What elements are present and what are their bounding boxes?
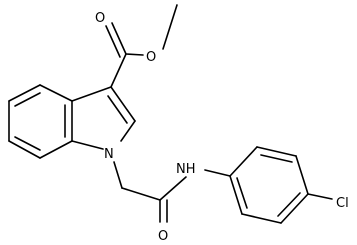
atom-label-cl: Cl <box>336 196 349 211</box>
bond-c3-c2 <box>110 86 136 122</box>
bond-c2-n1 <box>120 120 136 142</box>
bond-ar4-ar5-inner <box>277 192 301 217</box>
bond-ar2-ar3-inner <box>260 154 293 163</box>
bond-ar4-cl <box>307 193 333 200</box>
bond-c6-c7 <box>8 140 41 159</box>
bond-ccarbonyl-oester <box>125 53 144 56</box>
bond-ar1-ar2 <box>229 146 258 177</box>
bond-c3a-c4 <box>39 84 73 102</box>
atom-label-o-amide: O <box>158 229 168 244</box>
atom-label-n-indole: N <box>104 147 114 162</box>
bond-lines <box>8 4 333 224</box>
bond-ar2-ar3 <box>256 146 297 157</box>
bond-ccarbonyl-o-double-a <box>111 22 127 55</box>
bond-n1-c7a <box>71 140 104 150</box>
bond-c3-ccarbonyl <box>110 53 127 88</box>
bond-camide-nh <box>159 176 187 201</box>
bond-ar5-ar6 <box>241 213 282 224</box>
bond-c4-c5-inner <box>14 92 41 107</box>
bond-n1-ch2 <box>113 161 123 189</box>
bond-nh-aryl <box>204 169 231 177</box>
bond-c4-c5 <box>8 84 41 102</box>
bond-ar3-ar4 <box>295 155 309 195</box>
bond-ar6-ar1 <box>229 175 243 215</box>
bond-ccarbonyl-o-double-b <box>105 25 121 58</box>
bond-oester-methyl <box>162 4 178 50</box>
bond-c7-c7a <box>39 140 73 159</box>
atom-label-o-carbonyl: O <box>95 11 105 26</box>
bond-c6-c7-inner <box>14 136 41 151</box>
atom-label-nh-amide: NH <box>176 162 196 177</box>
bond-ar6-ar1-inner <box>236 177 248 209</box>
bond-c3-c2-inner <box>107 95 128 124</box>
atom-labels: O O N NH O Cl <box>95 11 349 244</box>
bond-c3a-c3 <box>71 86 112 102</box>
bond-ar4-ar5 <box>280 193 309 224</box>
atom-label-o-ester: O <box>146 50 156 65</box>
bond-ch2-camide <box>121 187 161 201</box>
